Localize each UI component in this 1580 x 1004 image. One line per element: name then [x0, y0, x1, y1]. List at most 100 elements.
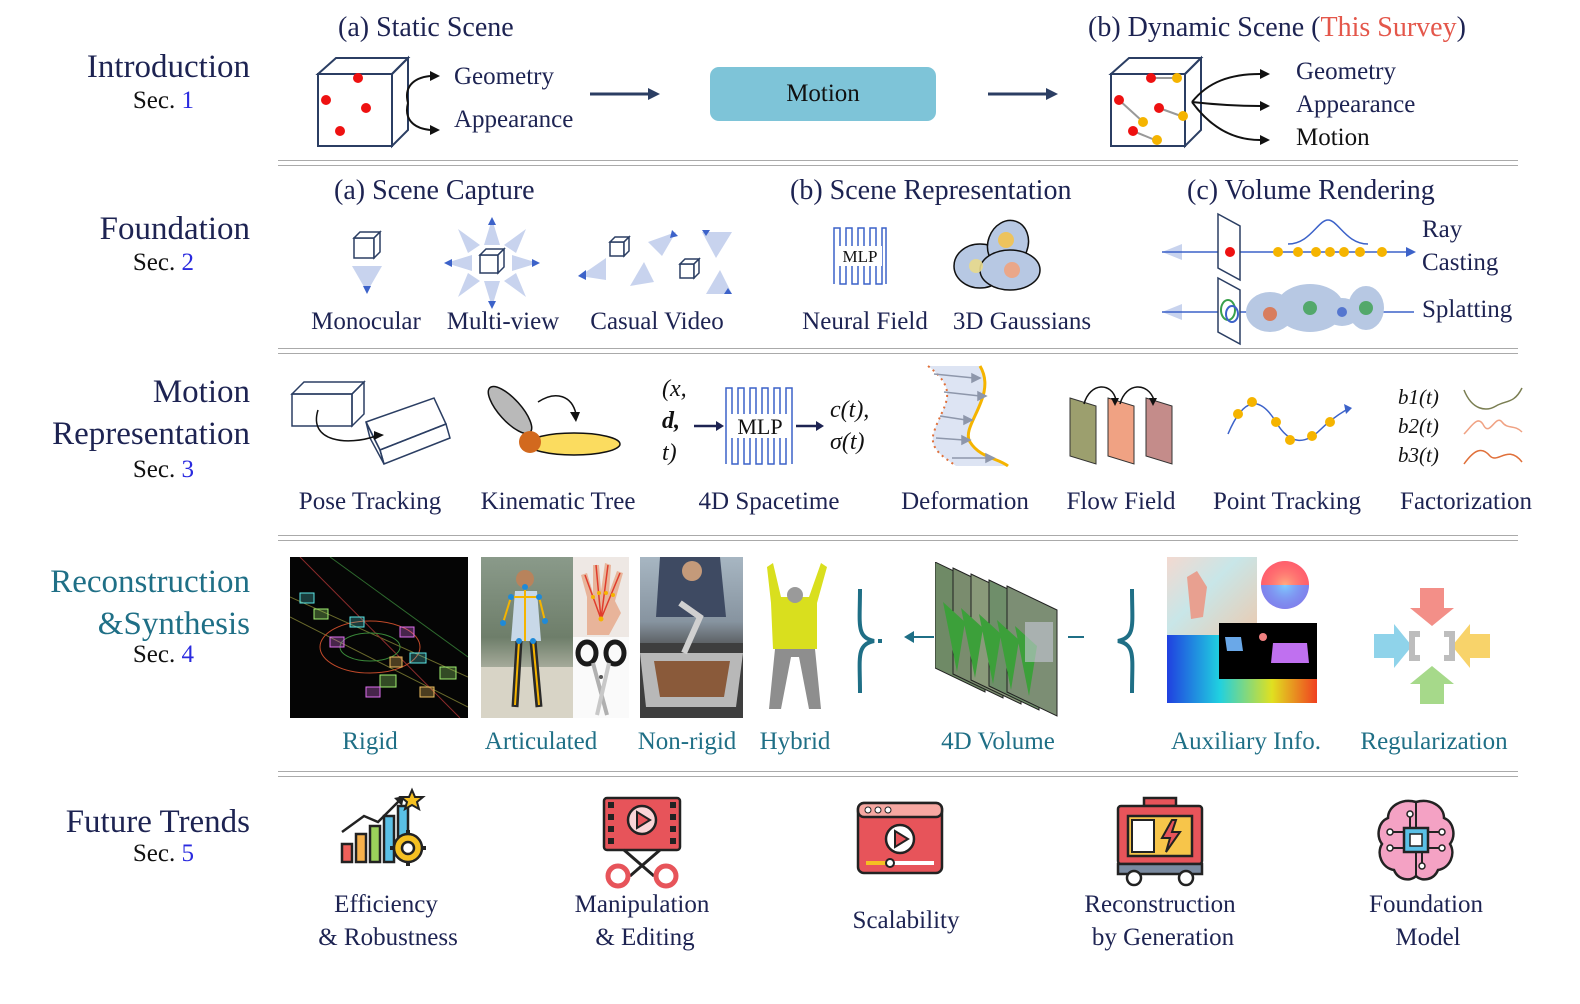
spacetime-input-x: (x,: [662, 376, 687, 402]
4d-volume-frames-image: [935, 562, 1068, 717]
basis-b3: b3(t): [1398, 443, 1439, 467]
spacetime-outputs: c(t), σ(t): [830, 394, 869, 458]
section-title-reconstruction: Reconstruction: [50, 564, 250, 600]
capture-item-multi-view: Multi-view: [446, 308, 560, 335]
articulated-scissors-image: [573, 637, 629, 718]
recon-item-rigid: Rigid: [342, 728, 398, 755]
mlp-text: MLP: [843, 247, 878, 266]
recon-item-articulated: Articulated: [484, 728, 598, 755]
section-number-3: Sec. 3: [132, 456, 194, 483]
volume-flow-braces: [857, 588, 1135, 694]
dynamic-item-geometry: Geometry: [1296, 58, 1396, 85]
future-item-reconstruction-line2: by Generation: [1091, 924, 1235, 951]
spacetime-mlp-text: MLP: [737, 414, 782, 439]
separator-2: [278, 348, 1518, 354]
splatting-icon: [1162, 276, 1414, 346]
factorization-basis: b1(t) b2(t) b3(t): [1398, 383, 1439, 470]
hybrid-figure-image: [755, 557, 835, 718]
section-number-2: Sec. 2: [132, 249, 194, 276]
ray-casting-icon: [1162, 212, 1416, 282]
separator-4: [278, 771, 1518, 777]
future-item-reconstruction-line1: Reconstruction: [1084, 891, 1236, 918]
separator-1: [278, 160, 1518, 166]
arrow-to-motion: [590, 88, 660, 100]
separator-3: [278, 535, 1518, 541]
spacetime-mlp-icon: MLP: [694, 387, 824, 465]
dynamic-branch-arrows: [1191, 69, 1270, 145]
motion-item-factorization: Factorization: [1400, 488, 1532, 515]
future-item-efficiency-line1: Efficiency: [334, 891, 438, 918]
kinematic-tree-icon: [487, 385, 621, 456]
future-item-foundation-line1: Foundation: [1369, 891, 1483, 918]
basis-b1: b1(t): [1398, 385, 1439, 409]
capture-item-monocular: Monocular: [311, 308, 421, 335]
motion-item-4d-spacetime: 4D Spacetime: [698, 488, 840, 515]
static-item-appearance: Appearance: [454, 106, 574, 133]
motion-item-deformation: Deformation: [901, 488, 1029, 515]
motion-item-kinematic-tree: Kinematic Tree: [480, 488, 636, 515]
future-item-scalability: Scalability: [852, 907, 960, 934]
future-item-efficiency-line2: & Robustness: [318, 924, 458, 951]
section-title-motion: Motion: [152, 374, 250, 410]
deformation-icon: [927, 365, 1009, 468]
volume-rendering-title: (c) Volume Rendering: [1187, 175, 1435, 206]
casual-video-cameras-icon: [578, 230, 732, 294]
flow-field-icon: [1069, 386, 1173, 465]
motion-box: Motion: [710, 67, 936, 121]
recon-item-non-rigid: Non-rigid: [637, 728, 737, 755]
auxiliary-info-image: [1167, 557, 1317, 703]
arrow-from-motion: [988, 88, 1058, 100]
multi-view-cameras-icon: [444, 217, 540, 309]
chart-gear-icon: [340, 787, 426, 866]
video-player-icon: [856, 801, 944, 875]
motion-item-flow-field: Flow Field: [1066, 488, 1176, 515]
dynamic-scene-cube-icon: [1108, 55, 1204, 149]
future-item-manipulation-line1: Manipulation: [574, 891, 710, 918]
monocular-camera-icon: [352, 230, 382, 294]
render-item-casting: Casting: [1422, 249, 1499, 276]
section-title-representation: Representation: [52, 416, 250, 452]
scene-representation-title: (b) Scene Representation: [790, 175, 1072, 206]
pose-tracking-icon: [290, 380, 451, 466]
render-item-ray: Ray: [1422, 216, 1463, 243]
recon-item-4d-volume: 4D Volume: [941, 728, 1055, 755]
basis-curves-icon: [1463, 387, 1523, 465]
motion-item-point-tracking: Point Tracking: [1213, 488, 1361, 515]
dynamic-item-motion: Motion: [1296, 124, 1370, 151]
articulated-person-image: [481, 557, 573, 718]
repr-item-neural-field: Neural Field: [802, 308, 928, 335]
render-item-splatting: Splatting: [1422, 296, 1513, 323]
neural-field-mlp-icon: MLP: [833, 227, 887, 285]
generator-icon: [1116, 796, 1204, 887]
rigid-scene-image: [290, 557, 468, 718]
static-item-geometry: Geometry: [454, 63, 554, 90]
scissors-video-icon: [602, 796, 682, 889]
future-item-foundation-line2: Model: [1395, 924, 1461, 951]
dynamic-item-appearance: Appearance: [1296, 91, 1416, 118]
articulated-hand-image: [573, 557, 629, 637]
section-number-1: Sec. 1: [132, 87, 194, 114]
recon-item-regularization: Regularization: [1360, 728, 1508, 755]
spacetime-output-sigma: σ(t): [830, 429, 865, 455]
section-title-foundation: Foundation: [99, 211, 250, 247]
spacetime-inputs: (x, d, t): [662, 373, 687, 469]
section-number-5: Sec. 5: [132, 840, 194, 867]
scene-capture-title: (a) Scene Capture: [334, 175, 535, 206]
brain-chip-icon: [1377, 799, 1455, 881]
spacetime-input-d: d,: [662, 408, 680, 434]
repr-item-3d-gaussians: 3D Gaussians: [952, 308, 1092, 335]
motion-item-pose-tracking: Pose Tracking: [298, 488, 442, 515]
spacetime-input-t: t): [662, 440, 677, 466]
static-branch-arrows: [406, 71, 440, 135]
point-tracking-icon: [1227, 397, 1352, 445]
spacetime-output-c: c(t),: [830, 397, 870, 423]
basis-b2: b2(t): [1398, 414, 1439, 438]
dynamic-scene-title: (b) Dynamic Scene (This Survey): [1088, 12, 1466, 43]
future-item-manipulation-line2: & Editing: [595, 924, 695, 951]
section-title-introduction: Introduction: [86, 49, 250, 85]
section-title-synthesis: &Synthesis: [97, 606, 250, 642]
section-title-future-trends: Future Trends: [65, 804, 250, 840]
non-rigid-scene-image: [640, 557, 743, 718]
section-number-4: Sec. 4: [132, 641, 194, 668]
capture-item-casual-video: Casual Video: [590, 308, 724, 335]
